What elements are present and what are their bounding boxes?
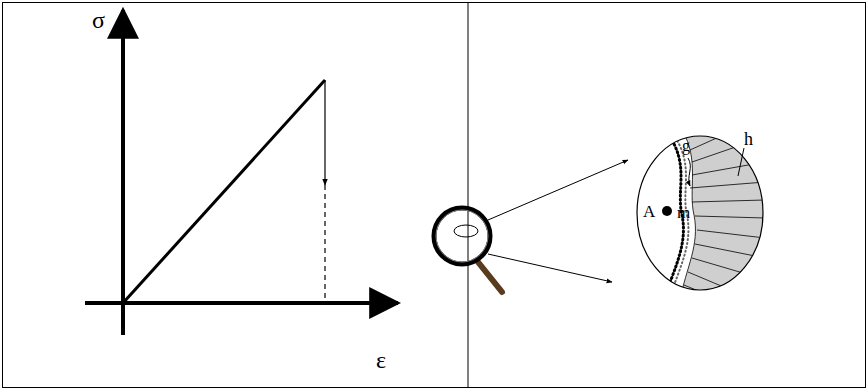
- leader-line: [688, 158, 690, 186]
- axis-label: σ: [92, 8, 105, 32]
- leader-line: [738, 148, 744, 176]
- magnifier: [434, 208, 502, 292]
- point-label: A: [643, 203, 655, 220]
- axis-label: ε: [376, 348, 386, 372]
- zoom-arrow: [488, 160, 628, 220]
- frame: [3, 3, 866, 388]
- part-label: h: [744, 130, 753, 148]
- specimen-edge: [468, 3, 469, 387]
- zoom-arrow: [488, 254, 612, 282]
- epsilon-axis: [85, 301, 398, 305]
- point-dot: [662, 206, 672, 216]
- part-label: m: [677, 204, 690, 221]
- drop-arrow: [324, 80, 325, 185]
- drop-dashed: [324, 185, 325, 303]
- part-label: g: [682, 138, 690, 154]
- detail-circle: [637, 136, 763, 290]
- sigma-axis: [121, 10, 125, 335]
- elastic-line: [123, 80, 325, 303]
